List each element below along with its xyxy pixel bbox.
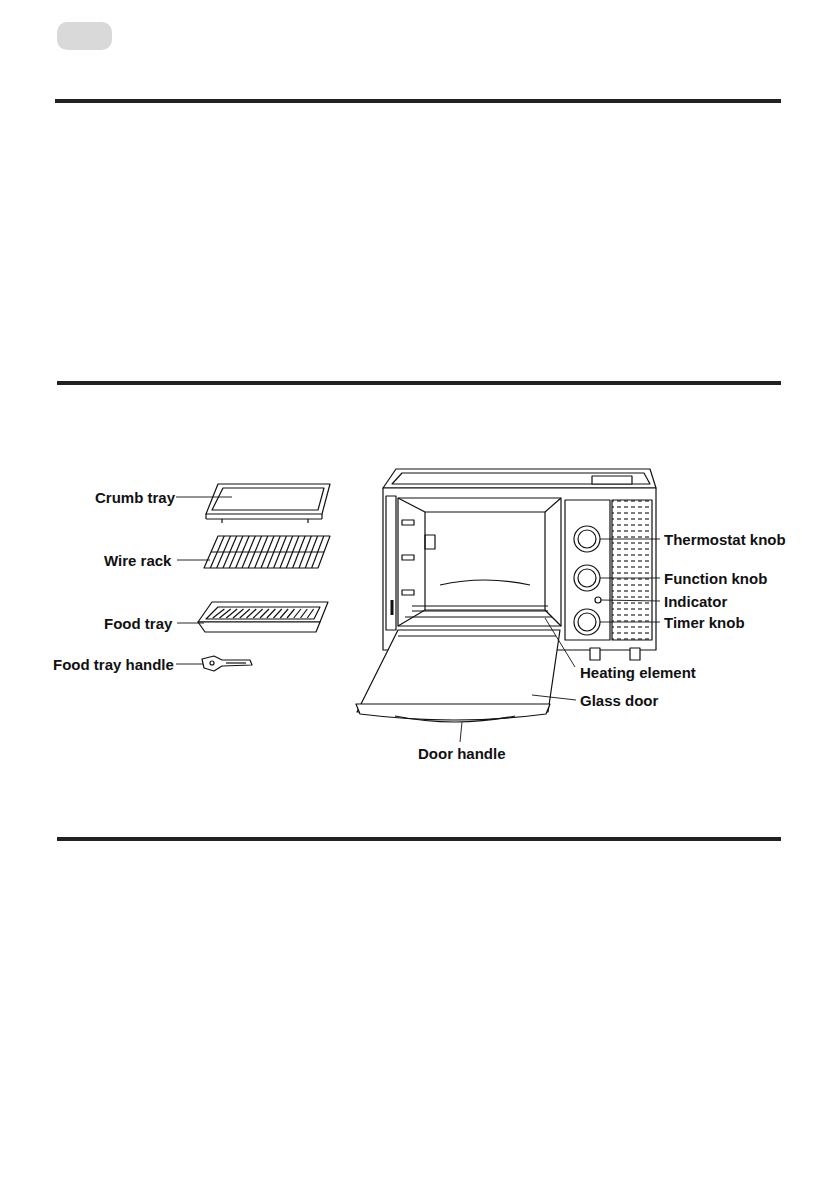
rule	[55, 99, 781, 103]
part-label: Glass door	[580, 692, 658, 709]
tray-rib	[294, 609, 301, 618]
tray-rib	[220, 609, 231, 618]
food-tray	[198, 602, 328, 632]
rule	[57, 837, 781, 841]
tray-rib	[287, 609, 295, 618]
tray-rib	[307, 609, 313, 618]
rule	[57, 381, 781, 385]
tray-rib	[274, 609, 282, 618]
header-tab	[57, 22, 112, 50]
crumb-tray	[206, 484, 330, 523]
leader-lines	[176, 497, 660, 742]
oven-body	[356, 469, 656, 722]
tray-rib	[280, 609, 288, 618]
part-label: Wire rack	[104, 552, 171, 569]
part-label: Timer knob	[664, 614, 745, 631]
part-label: Thermostat knob	[664, 531, 786, 548]
part-label: Indicator	[664, 593, 727, 610]
part-label: Heating element	[580, 664, 696, 681]
part-label: Function knob	[664, 570, 767, 587]
wire-rack	[204, 536, 330, 568]
part-label: Food tray	[104, 615, 172, 632]
part-label: Door handle	[418, 745, 506, 762]
part-label: Food tray handle	[53, 656, 174, 673]
rack-rod	[211, 551, 324, 552]
tray-rib	[301, 609, 308, 618]
tray-rib	[213, 609, 225, 618]
tray-handle	[202, 656, 252, 671]
part-label: Crumb tray	[95, 489, 175, 506]
